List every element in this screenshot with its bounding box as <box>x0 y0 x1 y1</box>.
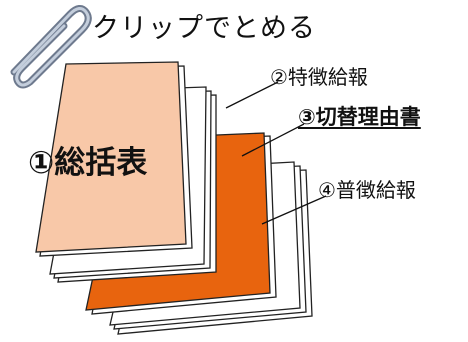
sheet-1-front-page <box>35 61 187 253</box>
sheet-2-leader-line <box>225 81 279 109</box>
sheet-1-label: ①総括表 <box>28 145 148 181</box>
sheet-3-label: ③切替理由書 <box>298 105 421 129</box>
diagram-title: クリップでとめる <box>92 13 316 44</box>
sheet-3-leader-line <box>241 123 305 157</box>
sheet-4-label: ④普徴給報 <box>318 178 416 202</box>
paper-clip-icon <box>10 5 92 89</box>
sheet-2-label: ②特徴給報 <box>270 65 368 89</box>
sheet-1-stack <box>35 61 193 257</box>
sheet-4-leader-line <box>261 195 327 225</box>
